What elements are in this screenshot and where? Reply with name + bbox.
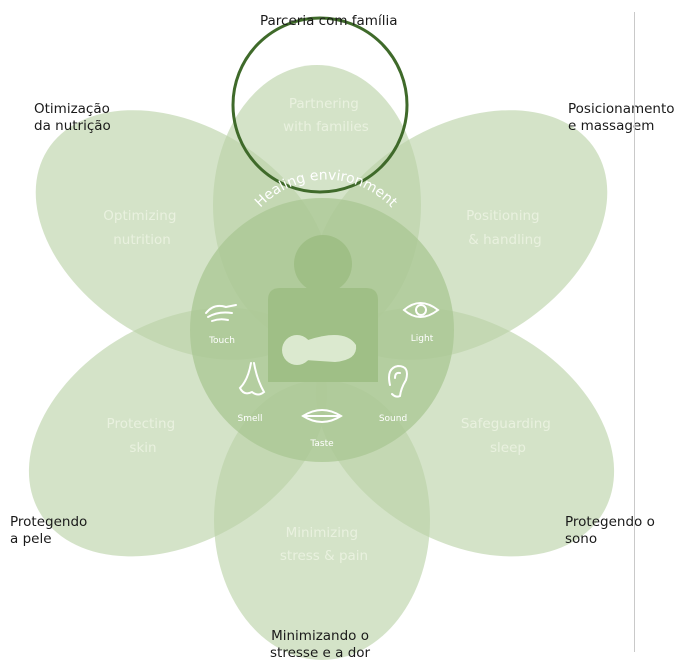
sense-label-sound: Sound [379,414,407,424]
pt-label-upper-left: Otimização da nutrição [34,101,111,134]
sense-label-touch: Touch [208,336,235,346]
highlight-ring [231,16,409,194]
petal-label-upper-right: Positioning & handling [466,208,544,248]
hand-icon [205,304,237,322]
petal-label-upper-left: Optimizing nutrition [103,208,180,248]
divider-line [634,12,635,652]
petal-label-bottom: Minimizing stress & pain [280,525,368,564]
nose-icon [238,362,266,396]
petal-label-lower-right: Safeguarding sleep [461,416,555,456]
sense-label-taste: Taste [309,439,334,449]
pt-label-bottom: Minimizando o stresse e a dor [270,628,371,661]
mother-baby-icon [268,235,378,382]
ear-icon [388,364,408,398]
eye-icon [402,302,440,318]
pt-label-lower-left: Protegendo a pele [10,514,88,547]
lips-icon [301,409,343,423]
sense-label-light: Light [411,334,434,344]
sense-label-smell: Smell [237,414,262,424]
petal-label-top: Partnering with families [283,96,369,135]
pt-label-upper-right: Posicionamento e massagem [568,101,675,134]
petal-label-lower-left: Protecting skin [107,416,180,456]
pt-label-lower-right: Protegendo o sono [565,514,655,547]
pt-label-top: Parceria com família [260,13,398,29]
